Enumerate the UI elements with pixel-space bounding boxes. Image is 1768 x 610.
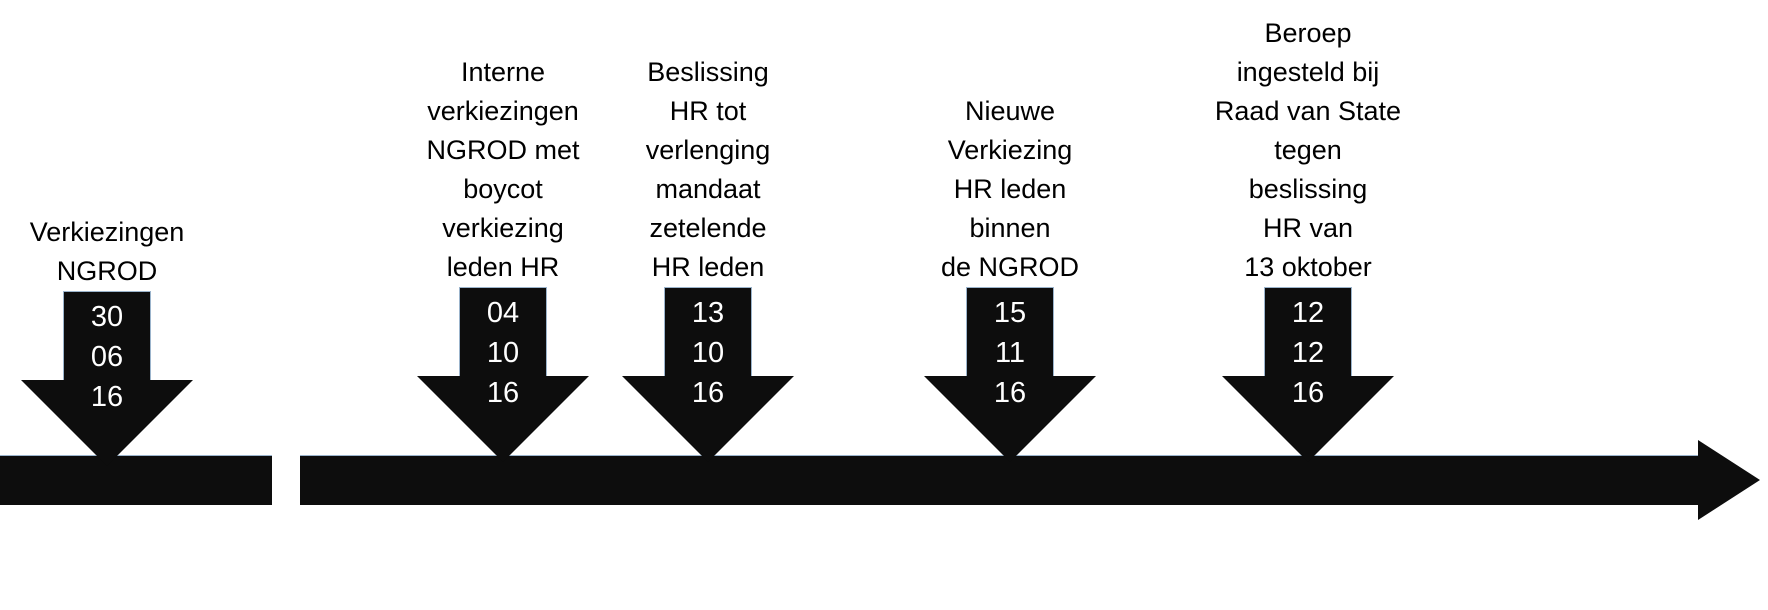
timeline-event-4: Nieuwe Verkiezing HR leden binnen de NGR… <box>903 92 1117 462</box>
timeline-event-2: Interne verkiezingen NGROD met boycot ve… <box>396 53 610 462</box>
timeline-arrowhead-icon <box>1698 440 1760 520</box>
timeline-event-3: Beslissing HR tot verlenging mandaat zet… <box>601 53 815 462</box>
event-1-caption: Verkiezingen NGROD <box>29 217 185 286</box>
timeline-event-5: Beroep ingesteld bij Raad van State tege… <box>1201 14 1415 462</box>
event-5-caption: Beroep ingesteld bij Raad van State tege… <box>1214 18 1402 282</box>
timeline-segment-2 <box>300 455 1700 505</box>
event-3-caption: Beslissing HR tot verlenging mandaat zet… <box>645 57 771 282</box>
event-2-caption: Interne verkiezingen NGROD met boycot ve… <box>426 57 580 282</box>
event-4-caption: Nieuwe Verkiezing HR leden binnen de NGR… <box>940 96 1080 282</box>
